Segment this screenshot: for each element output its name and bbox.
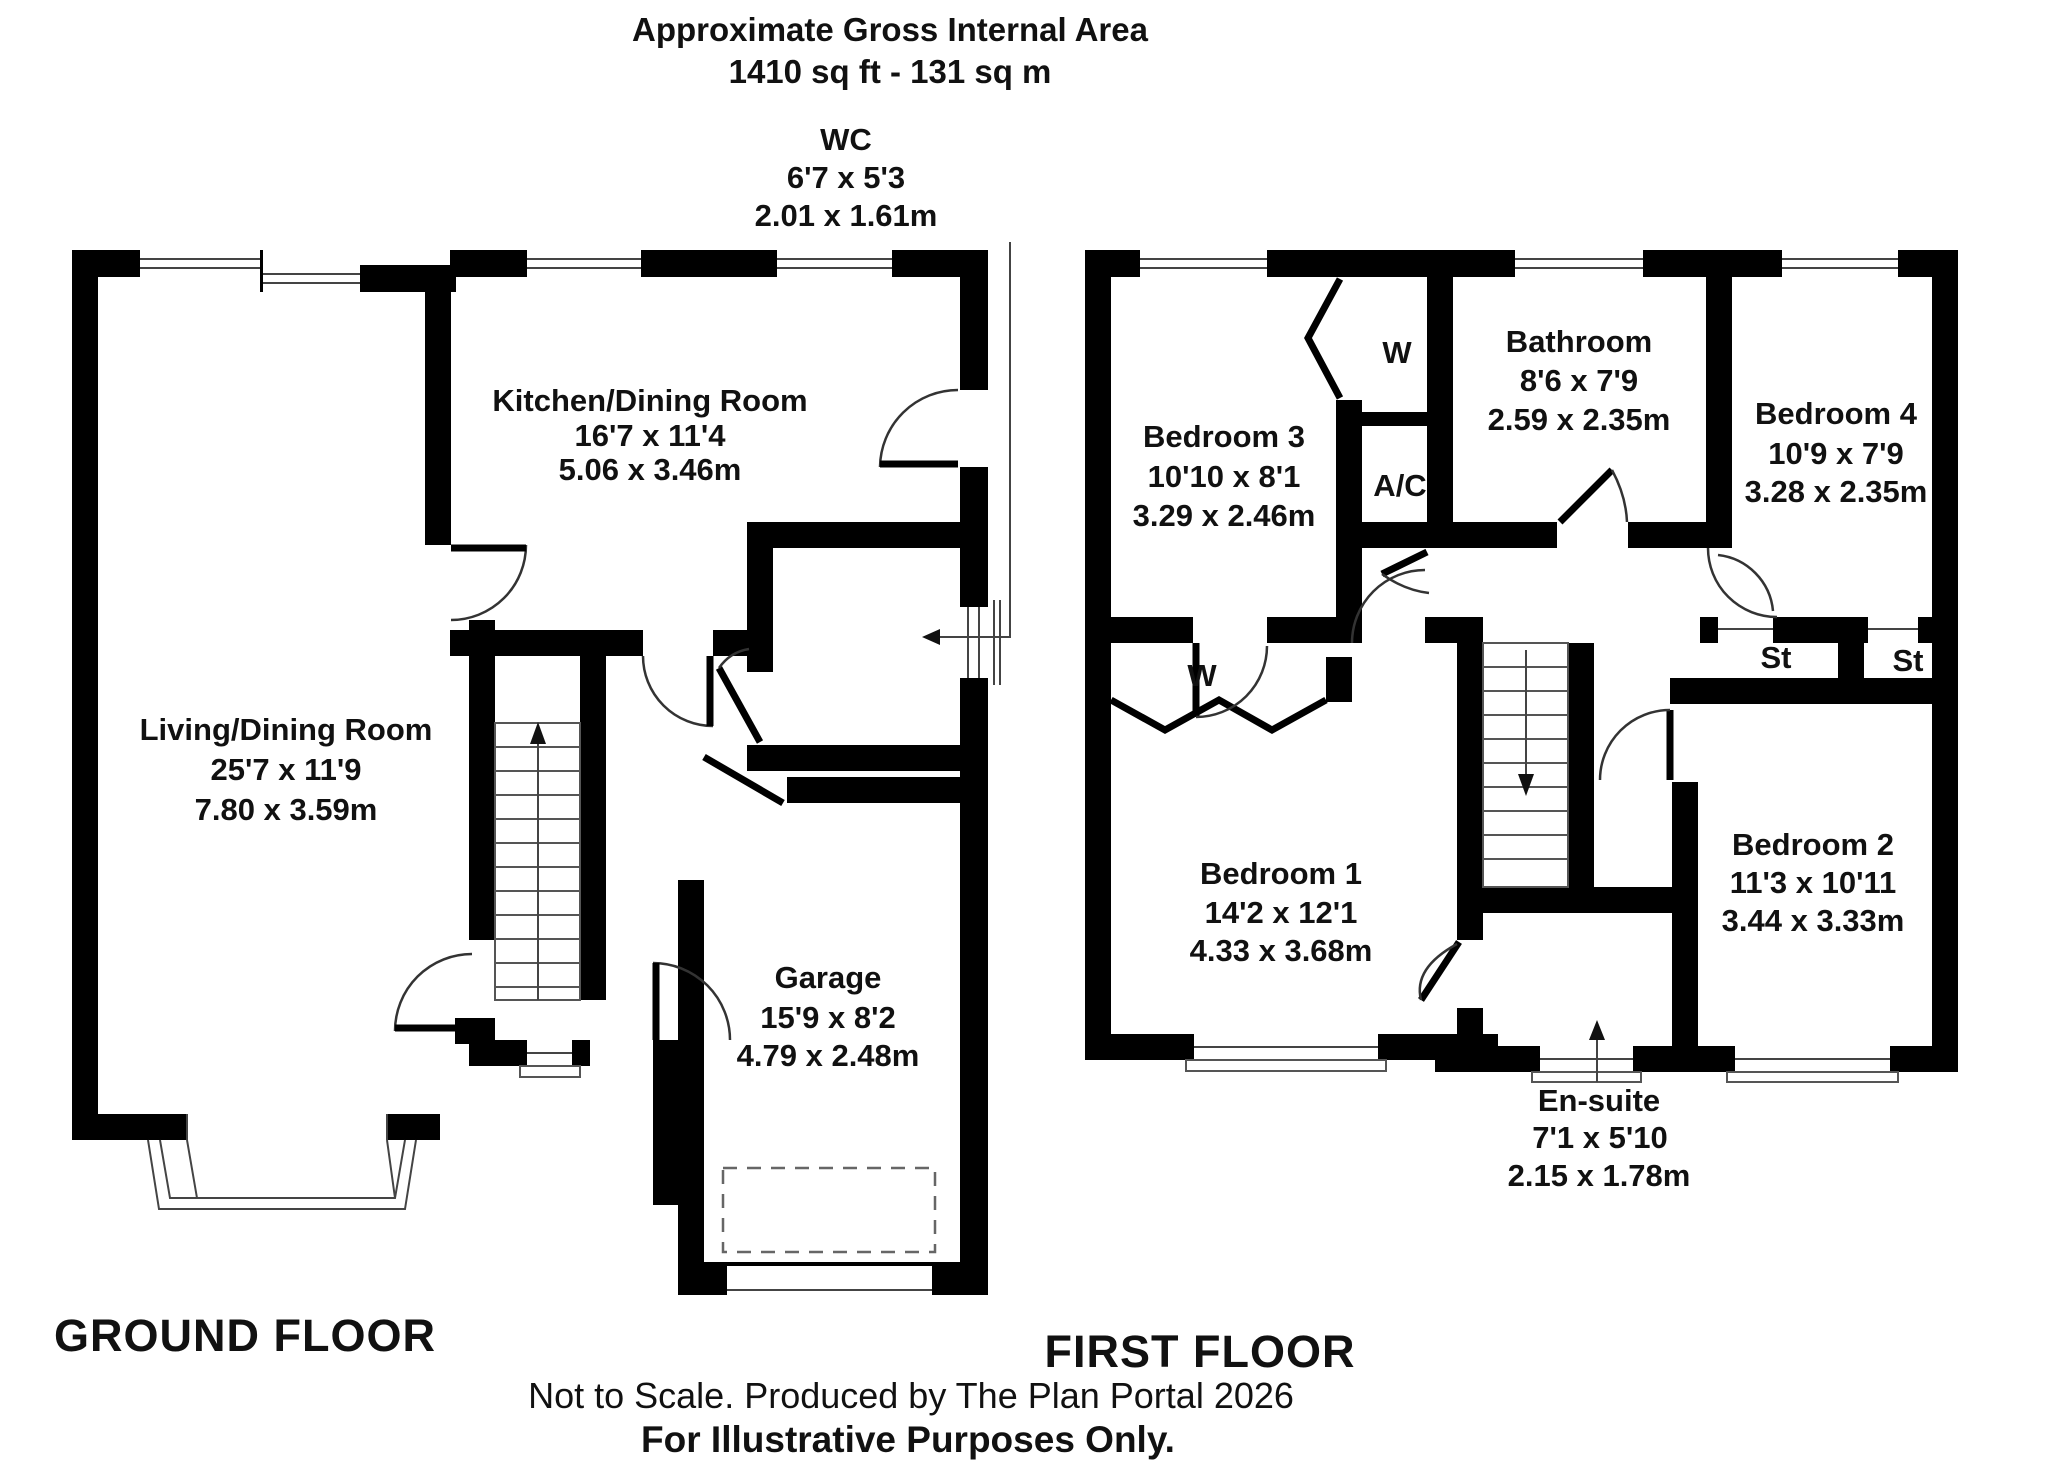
ground-interior-walls bbox=[425, 277, 960, 1295]
bedroom3-dims-metric: 3.29 x 2.46m bbox=[1132, 498, 1316, 533]
wc-dims-imperial: 6'7 x 5'3 bbox=[786, 160, 906, 195]
store-left-label: St bbox=[1760, 640, 1792, 675]
footer-note: Not to Scale. Produced by The Plan Porta… bbox=[528, 1375, 1294, 1416]
wc-leader-arrow-icon bbox=[922, 629, 940, 645]
garage-dims-imperial: 15'9 x 8'2 bbox=[760, 1000, 896, 1035]
ensuite-leader-line bbox=[1589, 1020, 1605, 1082]
ensuite-dims-metric: 2.15 x 1.78m bbox=[1507, 1158, 1691, 1193]
ensuite-dims-imperial: 7'1 x 5'10 bbox=[1532, 1120, 1668, 1155]
bathroom-label: Bathroom bbox=[1505, 324, 1653, 359]
first-interior-walls bbox=[1085, 250, 1958, 1046]
kitchen-label: Kitchen/Dining Room bbox=[492, 383, 808, 418]
ground-floor-title: GROUND FLOOR bbox=[54, 1310, 436, 1361]
bedroom1-label: Bedroom 1 bbox=[1200, 856, 1362, 891]
wardrobe-bed1-label: W bbox=[1187, 658, 1217, 693]
stairs-up-arrow-icon bbox=[530, 722, 546, 744]
ground-doors bbox=[393, 388, 959, 1295]
bedroom2-dims-imperial: 11'3 x 10'11 bbox=[1729, 865, 1897, 900]
stairs-down-arrow-icon bbox=[1518, 774, 1534, 796]
living-room-dims-imperial: 25'7 x 11'9 bbox=[210, 752, 362, 787]
page-subtitle: 1410 sq ft - 131 sq m bbox=[728, 53, 1052, 90]
bedroom4-label: Bedroom 4 bbox=[1755, 396, 1917, 431]
bay-window bbox=[147, 1114, 417, 1210]
bedroom1-dims-metric: 4.33 x 3.68m bbox=[1189, 933, 1373, 968]
kitchen-dims-imperial: 16'7 x 11'4 bbox=[574, 418, 726, 453]
wardrobe-bed3-label: W bbox=[1382, 335, 1412, 370]
wc-label: WC bbox=[820, 122, 872, 157]
garage-label: Garage bbox=[774, 960, 882, 995]
bathroom-dims-imperial: 8'6 x 7'9 bbox=[1519, 363, 1639, 398]
ensuite-leader-arrow-icon bbox=[1589, 1020, 1605, 1040]
ground-floor-plan bbox=[72, 242, 1011, 1295]
bedroom4-dims-imperial: 10'9 x 7'9 bbox=[1768, 436, 1904, 471]
living-room-dims-metric: 7.80 x 3.59m bbox=[194, 792, 378, 827]
garage-vehicle-outline bbox=[721, 1166, 937, 1254]
bedroom3-label: Bedroom 3 bbox=[1143, 419, 1305, 454]
wc-leader-line bbox=[922, 242, 1011, 645]
staircase-ground bbox=[494, 722, 581, 1001]
staircase-first bbox=[1482, 642, 1569, 888]
wc-dims-metric: 2.01 x 1.61m bbox=[754, 198, 938, 233]
first-windows bbox=[1140, 250, 1918, 1083]
kitchen-dims-metric: 5.06 x 3.46m bbox=[558, 452, 742, 487]
bedroom1-dims-imperial: 14'2 x 12'1 bbox=[1204, 895, 1358, 930]
footer-disclaimer: For Illustrative Purposes Only. bbox=[641, 1419, 1175, 1460]
store-right-label: St bbox=[1892, 643, 1924, 678]
bedroom3-dims-imperial: 10'10 x 8'1 bbox=[1147, 459, 1301, 494]
living-room-label: Living/Dining Room bbox=[139, 712, 433, 747]
first-doors bbox=[1109, 277, 1778, 1002]
bedroom4-dims-metric: 3.28 x 2.35m bbox=[1744, 474, 1928, 509]
ensuite-label: En-suite bbox=[1537, 1083, 1661, 1118]
bedroom2-label: Bedroom 2 bbox=[1732, 827, 1894, 862]
first-floor-title: FIRST FLOOR bbox=[1044, 1326, 1356, 1377]
airing-cupboard-label: A/C bbox=[1373, 468, 1427, 503]
garage-dims-metric: 4.79 x 2.48m bbox=[736, 1038, 920, 1073]
first-floor-plan bbox=[1085, 250, 1958, 1083]
bedroom2-dims-metric: 3.44 x 3.33m bbox=[1721, 903, 1905, 938]
ground-windows bbox=[140, 250, 1001, 685]
bathroom-dims-metric: 2.59 x 2.35m bbox=[1487, 402, 1671, 437]
page-title: Approximate Gross Internal Area bbox=[632, 11, 1148, 48]
